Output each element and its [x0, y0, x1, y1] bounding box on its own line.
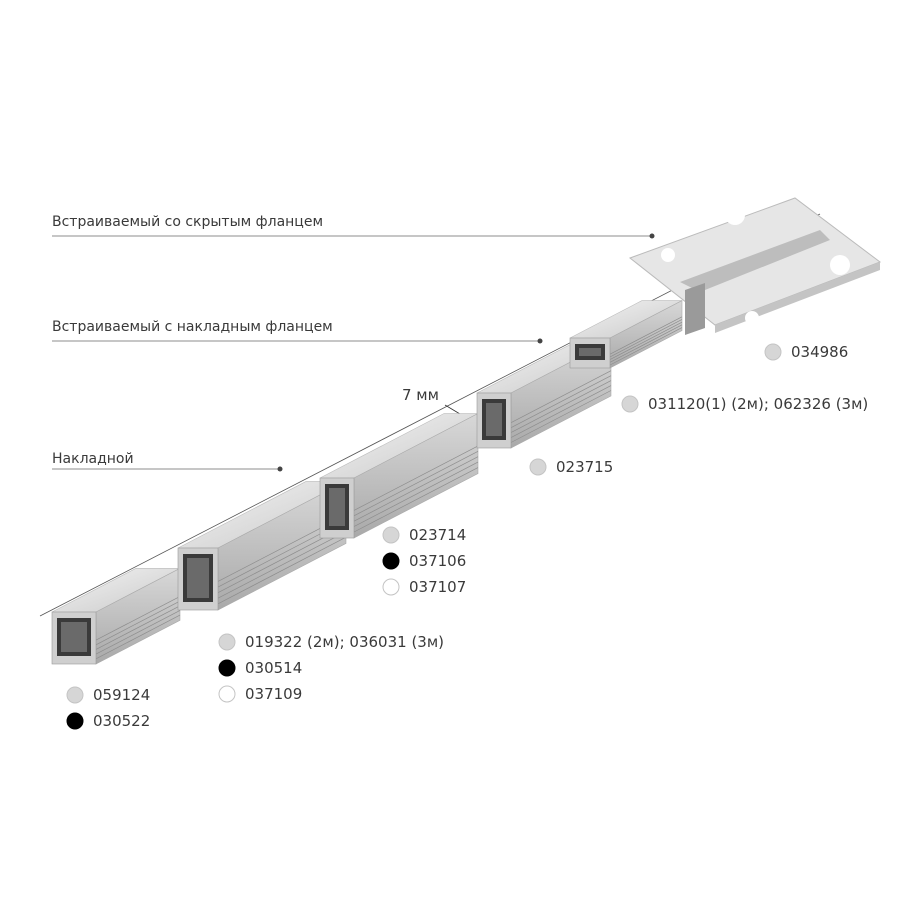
product-code-group: 023714 037106 037107: [382, 526, 466, 596]
product-code: 037109: [245, 685, 302, 703]
product-code: 030514: [245, 659, 302, 677]
color-swatch-silver: [66, 686, 84, 704]
color-swatch-silver: [529, 458, 547, 476]
product-code: 031120(1) (2м); 062326 (3м): [648, 395, 868, 413]
category-surface: Накладной: [52, 451, 283, 472]
dimension-label: 7 мм: [402, 386, 439, 404]
color-swatch-silver: [218, 633, 236, 651]
color-swatch-silver: [382, 526, 400, 544]
leader-dot: [537, 338, 543, 344]
category-overlay-flange: Встраиваемый с накладным фланцем: [52, 319, 543, 344]
category-hidden-flange: Встраиваемый со скрытым фланцем: [52, 214, 655, 239]
color-swatch-white: [218, 685, 236, 703]
product-code: 023714: [409, 526, 466, 544]
profile-031120: [569, 300, 683, 369]
category-label: Накладной: [52, 451, 134, 467]
product-code: 034986: [791, 343, 848, 361]
product-code: 037107: [409, 578, 466, 596]
product-code: 037106: [409, 552, 466, 570]
category-label: Встраиваемый с накладным фланцем: [52, 319, 333, 335]
product-code-group: 023715: [529, 458, 613, 476]
profile-019322: [177, 480, 347, 611]
profile-023714: [319, 413, 479, 539]
color-swatch-black: [382, 552, 400, 570]
leader-dot: [277, 466, 283, 472]
color-swatch-silver: [764, 343, 782, 361]
product-code: 019322 (2м); 036031 (3м): [245, 633, 444, 651]
color-swatch-silver: [621, 395, 639, 413]
profile-059124: [51, 567, 181, 665]
product-code-group: 019322 (2м); 036031 (3м) 030514 037109: [218, 633, 444, 703]
profile-hidden-flange: [628, 197, 882, 335]
product-code-group: 034986: [764, 343, 848, 361]
leader-dot: [649, 233, 655, 239]
color-swatch-black: [66, 712, 84, 730]
product-code: 030522: [93, 712, 150, 730]
category-label: Встраиваемый со скрытым фланцем: [52, 214, 323, 230]
product-code-group: 031120(1) (2м); 062326 (3м): [621, 395, 868, 413]
color-swatch-white: [382, 578, 400, 596]
color-swatch-black: [218, 659, 236, 677]
product-code: 023715: [556, 458, 613, 476]
product-code: 059124: [93, 686, 150, 704]
product-code-group: 059124 030522: [66, 686, 150, 730]
